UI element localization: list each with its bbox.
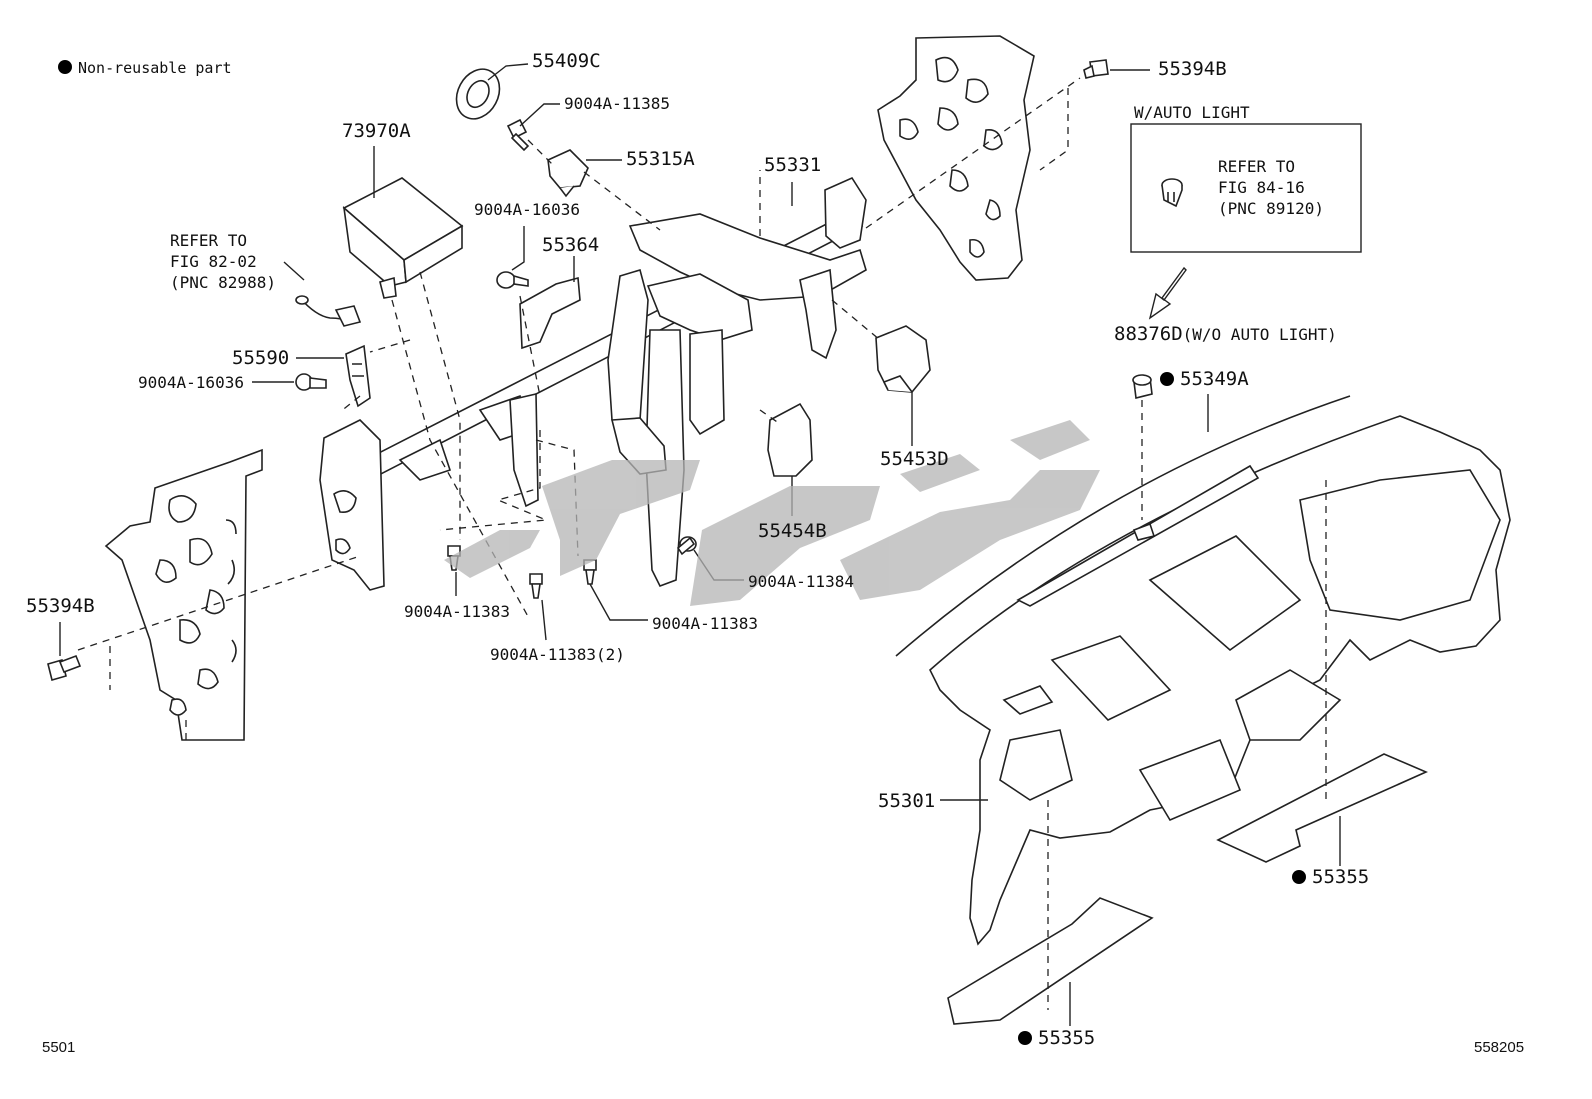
label-9004A-11385: 9004A-11385 xyxy=(564,94,670,113)
non-reusable-dot-icon xyxy=(58,60,72,74)
airbag-73970A xyxy=(342,177,464,299)
label-9004A-11383-b: 9004A-11383 xyxy=(652,614,758,633)
left-body-pillar xyxy=(104,448,263,741)
direction-arrow-icon xyxy=(1148,266,1187,320)
bracket-55590 xyxy=(345,344,371,408)
silencer-pad-55355-right xyxy=(1216,753,1428,863)
sensor-plug-88376D xyxy=(1132,374,1153,399)
label-9004A-11383-a: 9004A-11383 xyxy=(404,602,510,621)
bolt-9004A-16036-top xyxy=(496,271,529,289)
label-55301: 55301 xyxy=(878,790,936,812)
corner-code-left: 5501 xyxy=(42,1039,76,1056)
label-9004A-16036-top: 9004A-16036 xyxy=(474,200,580,219)
grommet-55409C xyxy=(455,68,501,120)
label-9004A-11383-2: 9004A-11383(2) xyxy=(490,645,625,664)
label-73970A: 73970A xyxy=(342,120,411,142)
label-55355-bottom: 55355 xyxy=(1018,1029,1095,1048)
right-body-pillar xyxy=(877,35,1035,281)
bracket-55453D xyxy=(875,325,931,393)
label-55453D: 55453D xyxy=(880,448,949,470)
auto-light-line2: FIG 84-16 xyxy=(1218,178,1305,197)
instrument-panel-55301 xyxy=(895,395,1511,946)
refer-left-line2: FIG 82-02 xyxy=(170,252,257,271)
watermark-logo xyxy=(444,420,1100,606)
label-55394B-left: 55394B xyxy=(26,595,95,617)
auto-light-sensor-icon xyxy=(1161,178,1183,208)
refer-note-left: REFER TO FIG 82-02 (PNC 82988) xyxy=(170,230,276,293)
screw-9004A-11385 xyxy=(506,118,530,152)
corner-code-right: 558205 xyxy=(1474,1039,1525,1056)
auto-light-line1: REFER TO xyxy=(1218,157,1296,176)
assembly-lines xyxy=(77,77,1327,1010)
label-55454B: 55454B xyxy=(758,520,827,542)
label-88376D: 88376D(W/O AUTO LIGHT) xyxy=(1114,325,1337,344)
refer-left-line3: (PNC 82988) xyxy=(170,273,276,292)
bolt-9004A-16036-left xyxy=(295,373,327,391)
bracket-55454B xyxy=(767,402,813,477)
label-88376D-number: 88376D xyxy=(1114,323,1183,345)
auto-light-box-title: W/AUTO LIGHT xyxy=(1134,103,1250,122)
label-9004A-16036-left: 9004A-16036 xyxy=(138,373,244,392)
bolt-9004A-11383-2 xyxy=(529,573,543,599)
label-55331: 55331 xyxy=(764,154,822,176)
bracket-55315A xyxy=(547,149,589,198)
cross-car-beam-55331 xyxy=(319,176,867,591)
non-reusable-dot-icon xyxy=(1018,1031,1032,1045)
label-9004A-11384: 9004A-11384 xyxy=(748,572,854,591)
label-55409C: 55409C xyxy=(532,50,601,72)
non-reusable-dot-icon xyxy=(1160,372,1174,386)
bracket-55364 xyxy=(519,276,581,350)
label-55590: 55590 xyxy=(232,347,290,369)
auto-light-box-note: REFER TO FIG 84-16 (PNC 89120) xyxy=(1218,156,1324,219)
bolt-9004A-11384 xyxy=(676,536,697,556)
silencer-pad-55355-bottom xyxy=(947,897,1154,1025)
legend-text: Non-reusable part xyxy=(78,59,232,77)
sensor-wire xyxy=(295,295,362,327)
non-reusable-dot-icon xyxy=(1292,870,1306,884)
bolt-55394B-left xyxy=(47,654,82,681)
label-55364: 55364 xyxy=(542,234,600,256)
label-55394B-top: 55394B xyxy=(1158,58,1227,80)
bolt-55394B-top xyxy=(1083,59,1109,79)
refer-left-line1: REFER TO xyxy=(170,231,248,250)
label-55315A: 55315A xyxy=(626,148,695,170)
legend: Non-reusable part xyxy=(58,60,232,76)
label-55349A: 55349A xyxy=(1160,370,1249,389)
auto-light-box-frame xyxy=(1130,123,1362,253)
label-55355-right: 55355 xyxy=(1292,868,1369,887)
auto-light-line3: (PNC 89120) xyxy=(1218,199,1324,218)
label-88376D-note: (W/O AUTO LIGHT) xyxy=(1182,325,1337,344)
